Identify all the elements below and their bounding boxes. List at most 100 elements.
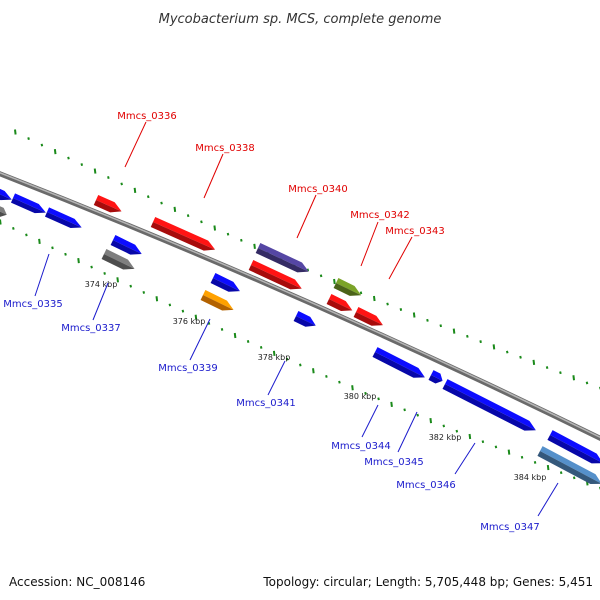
major-tick bbox=[14, 129, 17, 135]
minor-tick bbox=[160, 201, 163, 205]
minor-tick bbox=[181, 309, 185, 313]
major-tick bbox=[572, 375, 576, 381]
major-tick bbox=[173, 206, 177, 212]
minor-tick bbox=[479, 340, 482, 344]
gene-arrow bbox=[10, 193, 46, 214]
minor-tick bbox=[240, 238, 243, 242]
gene-label: Mmcs_0345 bbox=[364, 457, 424, 468]
minor-tick bbox=[25, 233, 28, 237]
gene-label: Mmcs_0347 bbox=[480, 522, 540, 533]
forward-gene-labels: Mmcs_0336 Mmcs_0338 Mmcs_0340 Mmcs_0342 … bbox=[117, 111, 445, 280]
major-tick bbox=[133, 187, 137, 193]
gene-label: Mmcs_0336 bbox=[117, 111, 177, 122]
gene-arrow bbox=[210, 273, 240, 292]
topology-text: Topology: circular; Length: 5,705,448 bp… bbox=[262, 575, 593, 589]
genome-title: Mycobacterium sp. MCS, complete genome bbox=[159, 12, 442, 27]
major-tick bbox=[412, 312, 416, 318]
minor-tick bbox=[386, 302, 389, 306]
minor-tick bbox=[338, 380, 341, 384]
minor-tick bbox=[40, 143, 44, 147]
minor-tick bbox=[103, 272, 106, 275]
major-tick bbox=[253, 243, 256, 249]
minor-tick bbox=[559, 471, 563, 475]
gene-arrow bbox=[442, 379, 536, 431]
minor-tick bbox=[90, 265, 93, 269]
minor-tick bbox=[520, 455, 524, 459]
minor-tick bbox=[426, 318, 429, 322]
gene-label: Mmcs_0344 bbox=[331, 441, 391, 452]
minor-tick bbox=[359, 291, 363, 295]
minor-tick bbox=[226, 232, 230, 236]
minor-tick bbox=[403, 408, 406, 412]
major-tick bbox=[233, 332, 237, 339]
major-tick bbox=[93, 168, 97, 174]
gene-arrow bbox=[101, 249, 135, 270]
gene-label: Mmcs_0340 bbox=[288, 184, 348, 195]
minor-tick bbox=[585, 381, 589, 385]
major-tick bbox=[492, 344, 496, 350]
accession-text: Accession: NC_008146 bbox=[9, 575, 145, 589]
gene-arrow bbox=[333, 278, 362, 296]
minor-tick bbox=[120, 182, 123, 186]
major-tick bbox=[372, 295, 376, 302]
gene-arrow bbox=[110, 235, 142, 255]
minor-tick bbox=[259, 346, 263, 349]
gene-arrow bbox=[372, 347, 425, 378]
major-tick bbox=[0, 219, 2, 225]
major-tick bbox=[38, 238, 41, 245]
major-tick bbox=[429, 417, 433, 424]
minor-tick bbox=[377, 397, 380, 401]
major-tick bbox=[312, 368, 315, 374]
gene-arrow bbox=[428, 370, 443, 384]
minor-tick bbox=[442, 424, 446, 428]
major-tick bbox=[351, 385, 354, 391]
minor-tick bbox=[220, 328, 224, 331]
major-tick bbox=[213, 225, 217, 231]
gene-features bbox=[0, 184, 600, 485]
gene-arrow bbox=[200, 290, 234, 311]
minor-tick bbox=[572, 476, 576, 480]
major-tick bbox=[116, 277, 119, 283]
gene-label: Mmcs_0335 bbox=[3, 299, 63, 310]
minor-tick bbox=[129, 284, 133, 288]
gene-arrow bbox=[0, 204, 7, 217]
gene-label: Mmcs_0343 bbox=[385, 226, 445, 237]
gene-arrow bbox=[547, 430, 600, 464]
reverse-gene-labels: Mmcs_0335 Mmcs_0337 Mmcs_0339 Mmcs_0341 … bbox=[3, 253, 559, 533]
minor-tick bbox=[27, 137, 30, 140]
major-tick bbox=[77, 258, 80, 264]
minor-tick bbox=[200, 220, 203, 224]
minor-tick bbox=[80, 163, 84, 167]
major-tick bbox=[532, 359, 536, 366]
scale-label: 380 kbp bbox=[344, 392, 377, 401]
gene-arrow bbox=[93, 194, 122, 213]
minor-tick bbox=[319, 274, 323, 278]
gene-arrow bbox=[255, 243, 309, 273]
scale-label: 384 kbp bbox=[514, 473, 547, 482]
major-tick bbox=[53, 148, 57, 155]
scale-label: 382 kbp bbox=[429, 433, 462, 442]
gene-label: Mmcs_0342 bbox=[350, 210, 410, 221]
gene-label: Mmcs_0338 bbox=[195, 143, 255, 154]
gene-label: Mmcs_0346 bbox=[396, 480, 456, 491]
major-tick bbox=[155, 296, 159, 302]
genome-backbone bbox=[0, 171, 600, 441]
gene-arrow bbox=[248, 260, 302, 290]
minor-tick bbox=[455, 429, 459, 433]
scale-labels: 374 kbp 376 kbp 378 kbp 380 kbp 382 kbp … bbox=[85, 280, 547, 482]
gene-arrow bbox=[326, 294, 353, 311]
minor-tick bbox=[67, 156, 70, 160]
minor-tick bbox=[146, 195, 150, 199]
minor-tick bbox=[299, 363, 302, 367]
genome-backbone-highlight bbox=[0, 171, 600, 438]
minor-tick bbox=[545, 366, 549, 369]
minor-tick bbox=[142, 290, 146, 294]
minor-tick bbox=[494, 445, 498, 449]
minor-tick bbox=[168, 303, 172, 307]
gene-arrow bbox=[353, 307, 383, 326]
minor-tick bbox=[519, 355, 522, 359]
major-tick bbox=[390, 401, 393, 407]
scale-label: 376 kbp bbox=[173, 317, 206, 326]
minor-tick bbox=[481, 440, 485, 444]
